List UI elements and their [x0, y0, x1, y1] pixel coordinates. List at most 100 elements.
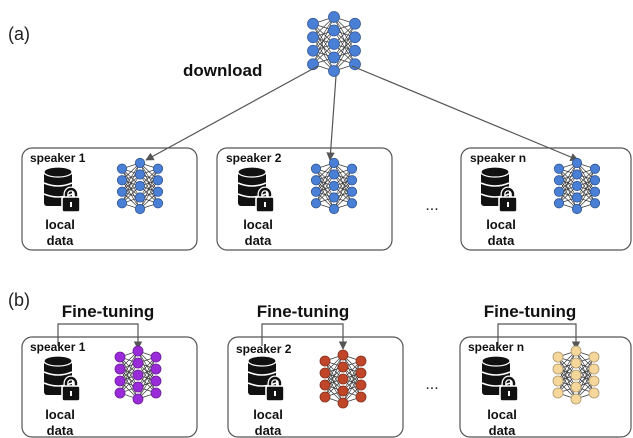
model-network-icon-a-3 [553, 157, 601, 215]
database-band [247, 382, 277, 387]
network-node [589, 186, 601, 197]
network-edge [576, 168, 596, 198]
network-edge [137, 368, 157, 400]
network-edge [121, 162, 141, 192]
local-data-line2-a-1: data [47, 233, 75, 248]
network-node [355, 355, 367, 367]
database-lock-icon-a-3 [480, 166, 518, 213]
speaker-box-b-2 [227, 336, 404, 438]
network-edge [342, 360, 362, 392]
local-data-line1-a-2: local [243, 217, 273, 232]
network-node [116, 198, 128, 209]
network-node [346, 186, 358, 197]
network-node [571, 192, 583, 203]
panel-a-label: (a) [8, 24, 30, 44]
network-edge [558, 174, 578, 204]
network-node [553, 175, 565, 186]
database-top [480, 166, 510, 178]
network-node [152, 186, 164, 197]
speaker-name-b-2: speaker 2 [236, 342, 292, 356]
network-node [134, 157, 146, 169]
network-node [553, 186, 565, 197]
download-arrow-2 [326, 75, 337, 161]
network-node [114, 363, 126, 375]
local-data-line1-a-1: local [45, 217, 75, 232]
network-node [589, 163, 601, 174]
speaker-box-b-n [459, 336, 632, 438]
network-node [307, 31, 319, 44]
local-data-line2-a-n: data [488, 233, 516, 248]
network-node [328, 65, 340, 77]
panel-a: (a) download speaker 1 speaker 2 speaker… [8, 11, 632, 251]
model-network-icon-a-2 [310, 157, 358, 215]
lock-shackle [502, 376, 516, 387]
database-lock-icon-a-2 [237, 166, 275, 213]
network-node [328, 169, 340, 180]
database-band [43, 193, 73, 198]
speaker-name-a-n: speaker n [470, 151, 526, 165]
network-node [570, 357, 582, 369]
network-node [152, 198, 164, 209]
database-lock-icon-b-1 [43, 355, 81, 402]
network-node [307, 17, 319, 30]
network-node [337, 361, 349, 373]
network-node [552, 363, 564, 375]
speaker-box-a-1 [21, 147, 198, 251]
network-node [570, 393, 582, 405]
network-edge [333, 23, 356, 58]
network-node [134, 180, 146, 192]
network-node [570, 381, 582, 393]
network-edge [315, 162, 335, 192]
network-edge [333, 23, 356, 72]
download-arrow-1 [145, 65, 319, 161]
database-band [247, 371, 277, 376]
network-node [328, 192, 340, 203]
network-node [588, 387, 600, 399]
finetune-label-1: Fine-tuning [62, 302, 155, 321]
network-edge [119, 350, 139, 382]
ellipsis-a: ... [425, 197, 438, 214]
database-lock-icon-b-3 [481, 355, 519, 402]
network-node [328, 51, 340, 64]
network-node [310, 186, 322, 197]
speaker-box-b-1 [21, 336, 198, 438]
database-top [237, 166, 267, 178]
database-band [43, 382, 73, 387]
lock-shackle [258, 187, 272, 198]
network-edge [139, 168, 159, 210]
network-edge [342, 360, 362, 404]
database-band [481, 371, 511, 376]
network-node [132, 345, 144, 357]
database-top [43, 355, 73, 367]
local-data-line2-b-n: data [489, 423, 517, 438]
network-edge [119, 362, 139, 394]
model-network-icon-b-1 [114, 345, 162, 405]
network-node [310, 198, 322, 209]
network-node [319, 367, 331, 379]
network-node [134, 203, 146, 215]
network-node [349, 31, 361, 44]
database-band [43, 182, 73, 187]
network-node [328, 157, 340, 169]
network-edge [315, 162, 335, 204]
network-node [150, 375, 162, 387]
network-node [134, 169, 146, 180]
database-lock-icon-b-2 [247, 355, 285, 402]
network-edge [312, 16, 335, 65]
lock-keyhole [508, 391, 510, 396]
network-edge [312, 30, 335, 65]
speaker-name-a-1: speaker 1 [30, 151, 86, 165]
panel-b-label: (b) [8, 290, 30, 310]
network-node [150, 351, 162, 363]
database-lock-icon-a-1 [43, 166, 81, 213]
network-node [307, 44, 319, 57]
network-node [337, 385, 349, 397]
speaker-name-a-2: speaker 2 [226, 151, 282, 165]
network-node [552, 351, 564, 363]
local-data-line1-b-2: local [253, 407, 283, 422]
lock-shackle [64, 376, 78, 387]
panel-b: (b) Fine-tuning Fine-tuning Fine-tuning … [8, 290, 632, 438]
database-top [481, 355, 511, 367]
network-node [349, 17, 361, 30]
